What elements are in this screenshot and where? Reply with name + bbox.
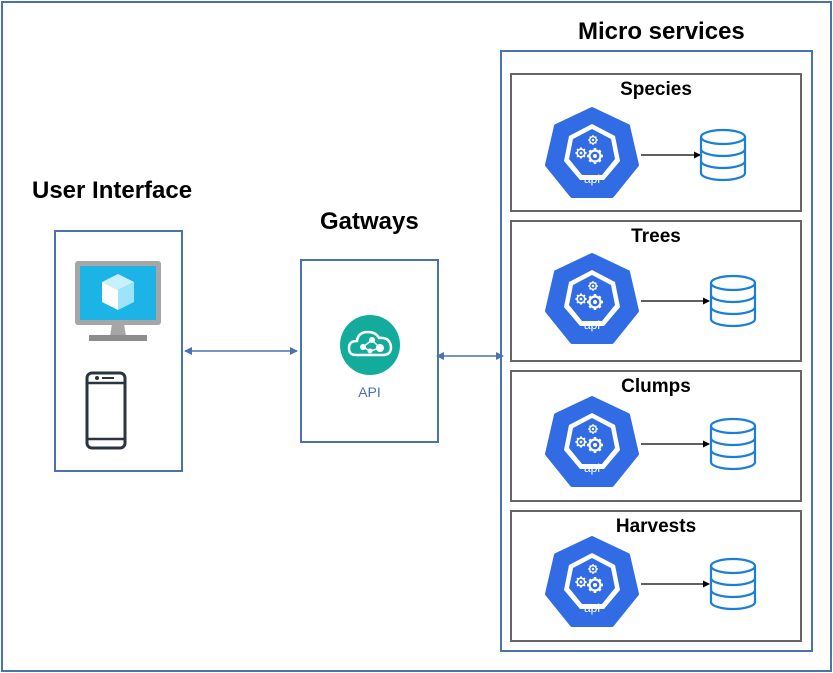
database-icon bbox=[709, 417, 757, 471]
kubernetes-api-icon bbox=[547, 398, 637, 485]
service-label: Trees bbox=[631, 226, 681, 247]
microservices-title: Micro services bbox=[578, 18, 745, 45]
database-icon bbox=[709, 557, 757, 611]
user-interface-title: User Interface bbox=[32, 177, 193, 204]
service-label: Clumps bbox=[621, 376, 691, 397]
database-icon bbox=[699, 128, 747, 182]
api-gateway-label: API bbox=[358, 384, 381, 400]
mobile-phone-icon bbox=[85, 371, 127, 450]
kubernetes-api-icon bbox=[547, 538, 637, 625]
kubernetes-api-icon bbox=[547, 109, 637, 196]
kubernetes-api-icon bbox=[547, 255, 637, 342]
service-label: Harvests bbox=[615, 516, 697, 537]
api-gateway-cloud-icon bbox=[340, 315, 400, 375]
gateway-title: Gatways bbox=[320, 208, 419, 235]
desktop-monitor-icon bbox=[75, 261, 161, 341]
service-label: Species bbox=[620, 79, 692, 100]
database-icon bbox=[709, 274, 757, 328]
